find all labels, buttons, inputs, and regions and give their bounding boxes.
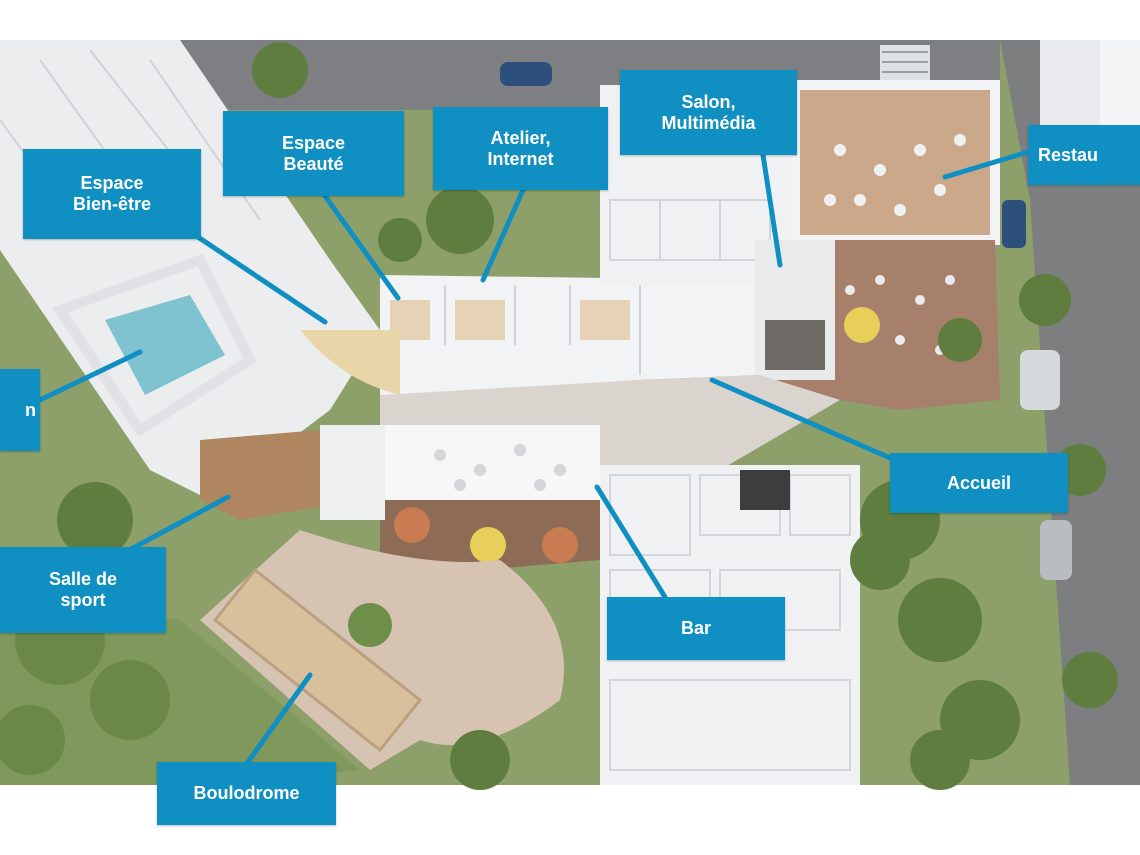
label-piscine-text: n	[25, 399, 36, 420]
label-espace-beaute[interactable]: Espace Beauté	[223, 111, 404, 196]
label-atelier-internet-text: Atelier, Internet	[487, 127, 554, 169]
label-salon-multimedia[interactable]: Salon, Multimédia	[620, 70, 797, 155]
label-restaurant-text: Restau	[1038, 144, 1099, 165]
label-atelier-internet[interactable]: Atelier, Internet	[433, 107, 608, 190]
leader-espace-bien-etre	[192, 232, 328, 325]
label-espace-bien-etre[interactable]: Espace Bien-être	[23, 149, 201, 239]
leader-restaurant	[942, 149, 1031, 180]
label-accueil[interactable]: Accueil	[890, 453, 1068, 513]
label-piscine[interactable]: n	[0, 369, 40, 451]
leader-accueil	[709, 377, 893, 461]
leader-salon-multimedia	[760, 152, 783, 268]
courtyard-paving	[200, 530, 564, 770]
swimming-pool	[105, 295, 225, 395]
right-street	[1000, 40, 1140, 785]
label-restaurant[interactable]: Restau	[1028, 125, 1140, 185]
label-boulodrome[interactable]: Boulodrome	[157, 762, 336, 825]
street-car-3	[1002, 200, 1026, 248]
label-espace-beaute-text: Espace Beauté	[281, 132, 346, 174]
parked-car	[500, 62, 552, 86]
leader-piscine	[37, 349, 143, 403]
label-espace-bien-etre-text: Espace Bien-être	[72, 173, 152, 214]
boulodrome-court	[215, 570, 420, 750]
leader-lines	[37, 149, 1031, 765]
label-bar-text: Bar	[680, 618, 711, 638]
label-salle-de-sport[interactable]: Salle de sport	[0, 547, 166, 633]
salon-furniture	[765, 320, 825, 370]
label-accueil-text: Accueil	[946, 472, 1012, 493]
label-salon-multimedia-text: Salon, Multimédia	[661, 91, 756, 133]
leader-atelier-internet	[480, 187, 526, 283]
restaurant-room	[795, 85, 995, 240]
street-car	[1020, 350, 1060, 410]
street-car-2	[1040, 520, 1072, 580]
leader-salle-de-sport	[117, 494, 231, 558]
leader-boulodrome	[245, 672, 313, 765]
label-bar[interactable]: Bar	[607, 597, 785, 660]
leader-espace-beaute	[322, 193, 401, 301]
leader-bar	[594, 484, 668, 600]
label-salle-de-sport-text: Salle de sport	[48, 569, 118, 610]
label-boulodrome-text: Boulodrome	[193, 783, 300, 803]
gym-room	[200, 430, 330, 520]
